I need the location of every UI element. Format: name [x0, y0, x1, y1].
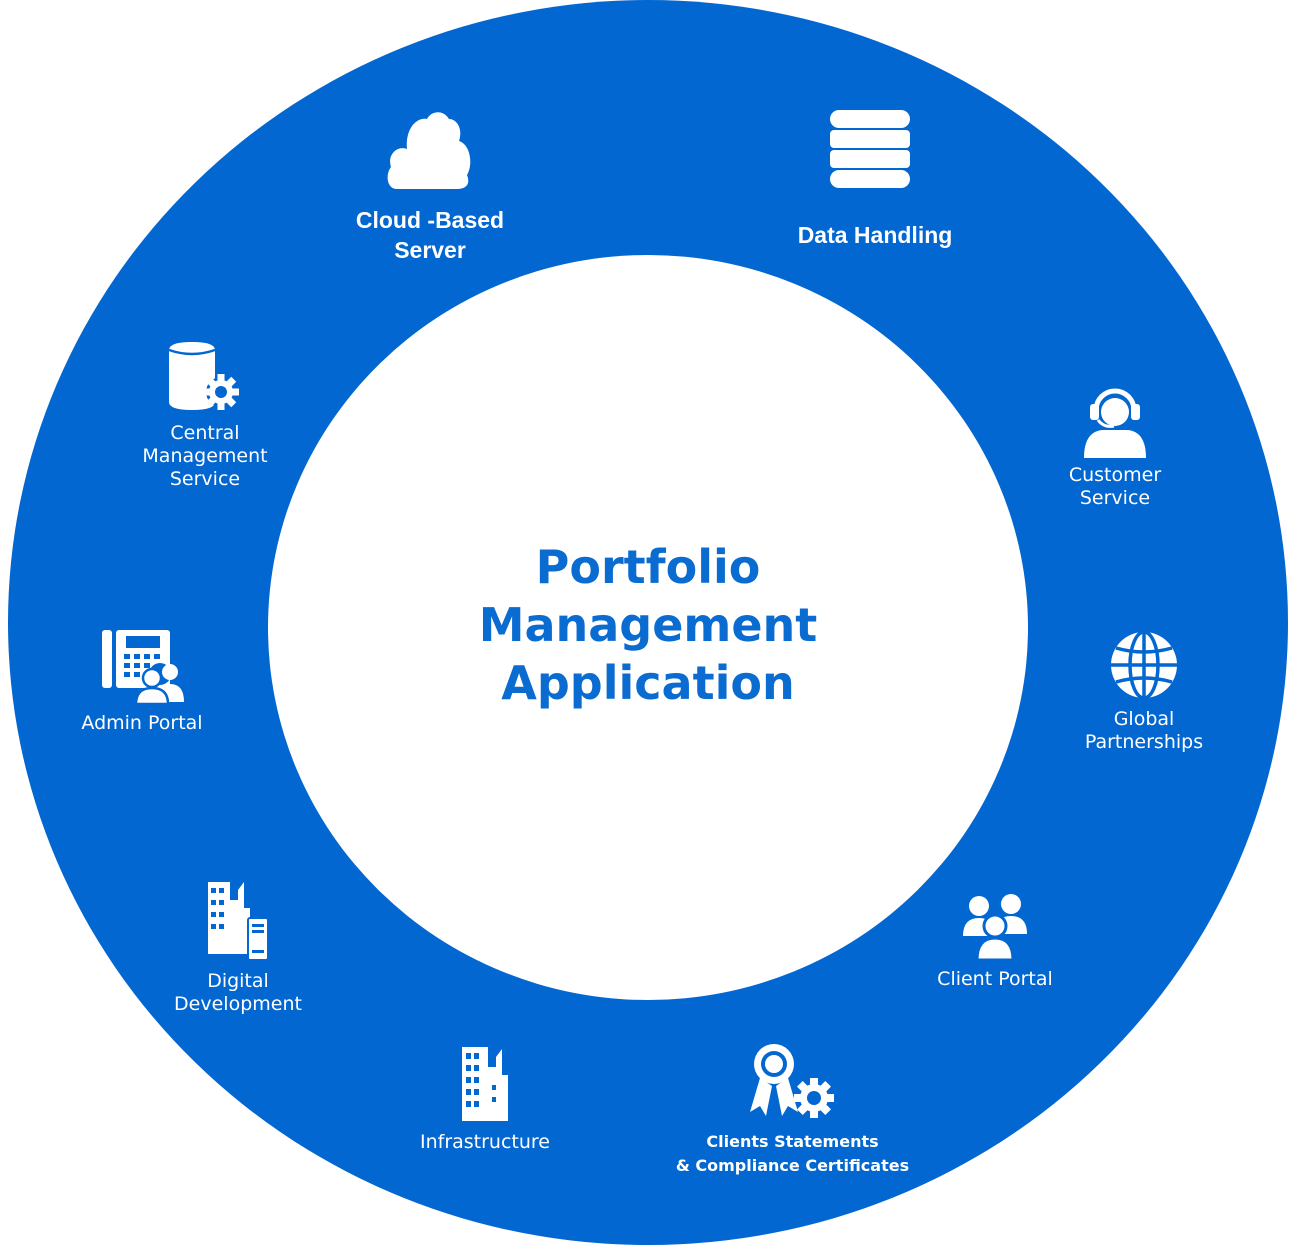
global-label-line2: Partnerships	[1084, 731, 1204, 753]
award-gear-icon	[749, 1044, 834, 1118]
inner-circle	[268, 255, 1028, 1000]
center-title-line1: Portfolio	[535, 540, 761, 594]
database-icon	[830, 110, 910, 188]
node-customer-service: Customer Service	[1045, 382, 1185, 510]
customer-label-line1: Customer	[1068, 464, 1162, 486]
center-title: Portfolio Management Application	[268, 538, 1028, 712]
central-label-line1: Central	[170, 422, 240, 444]
cloud-label-line1: Cloud -Based	[355, 207, 505, 233]
center-title-line3: Application	[501, 656, 795, 710]
digital-label-line2: Development	[174, 993, 302, 1015]
globe-icon	[1111, 630, 1177, 700]
user-group-icon	[963, 894, 1027, 960]
database-gear-icon	[168, 342, 239, 410]
global-label-line1: Global	[1113, 708, 1175, 730]
node-infrastructure: Infrastructure	[405, 1045, 565, 1154]
node-central-management-service: Central Management Service	[135, 340, 275, 491]
statements-label-line2: & Compliance Certificates	[675, 1156, 910, 1175]
admin-label-line1: Admin Portal	[81, 712, 203, 734]
building-server-icon	[208, 882, 269, 961]
cloud-label-line2: Server	[394, 237, 466, 263]
phone-users-icon	[102, 630, 184, 704]
node-global-partnerships: Global Partnerships	[1070, 630, 1218, 754]
headset-user-icon	[1084, 388, 1146, 458]
client-label-line1: Client Portal	[937, 968, 1053, 990]
statements-label-line1: Clients Statements	[706, 1132, 879, 1151]
node-client-portal: Client Portal	[925, 890, 1065, 991]
center-title-line2: Management	[478, 598, 818, 652]
infra-label-line1: Infrastructure	[419, 1131, 550, 1153]
buildings-icon	[462, 1047, 508, 1121]
node-clients-statements: Clients Statements & Compliance Certific…	[675, 1042, 910, 1178]
customer-label-line2: Service	[1079, 487, 1151, 509]
node-admin-portal: Admin Portal	[72, 628, 212, 735]
node-digital-development: Digital Development	[168, 880, 308, 1016]
central-label-line2: Management	[142, 445, 268, 467]
cloud-icon	[387, 112, 471, 189]
node-cloud-based-server: Cloud -Based Server	[330, 105, 530, 265]
central-label-line3: Service	[169, 468, 241, 490]
digital-label-line1: Digital	[207, 970, 269, 992]
node-data-handling: Data Handling	[765, 108, 975, 250]
data-label-line1: Data Handling	[797, 222, 953, 248]
